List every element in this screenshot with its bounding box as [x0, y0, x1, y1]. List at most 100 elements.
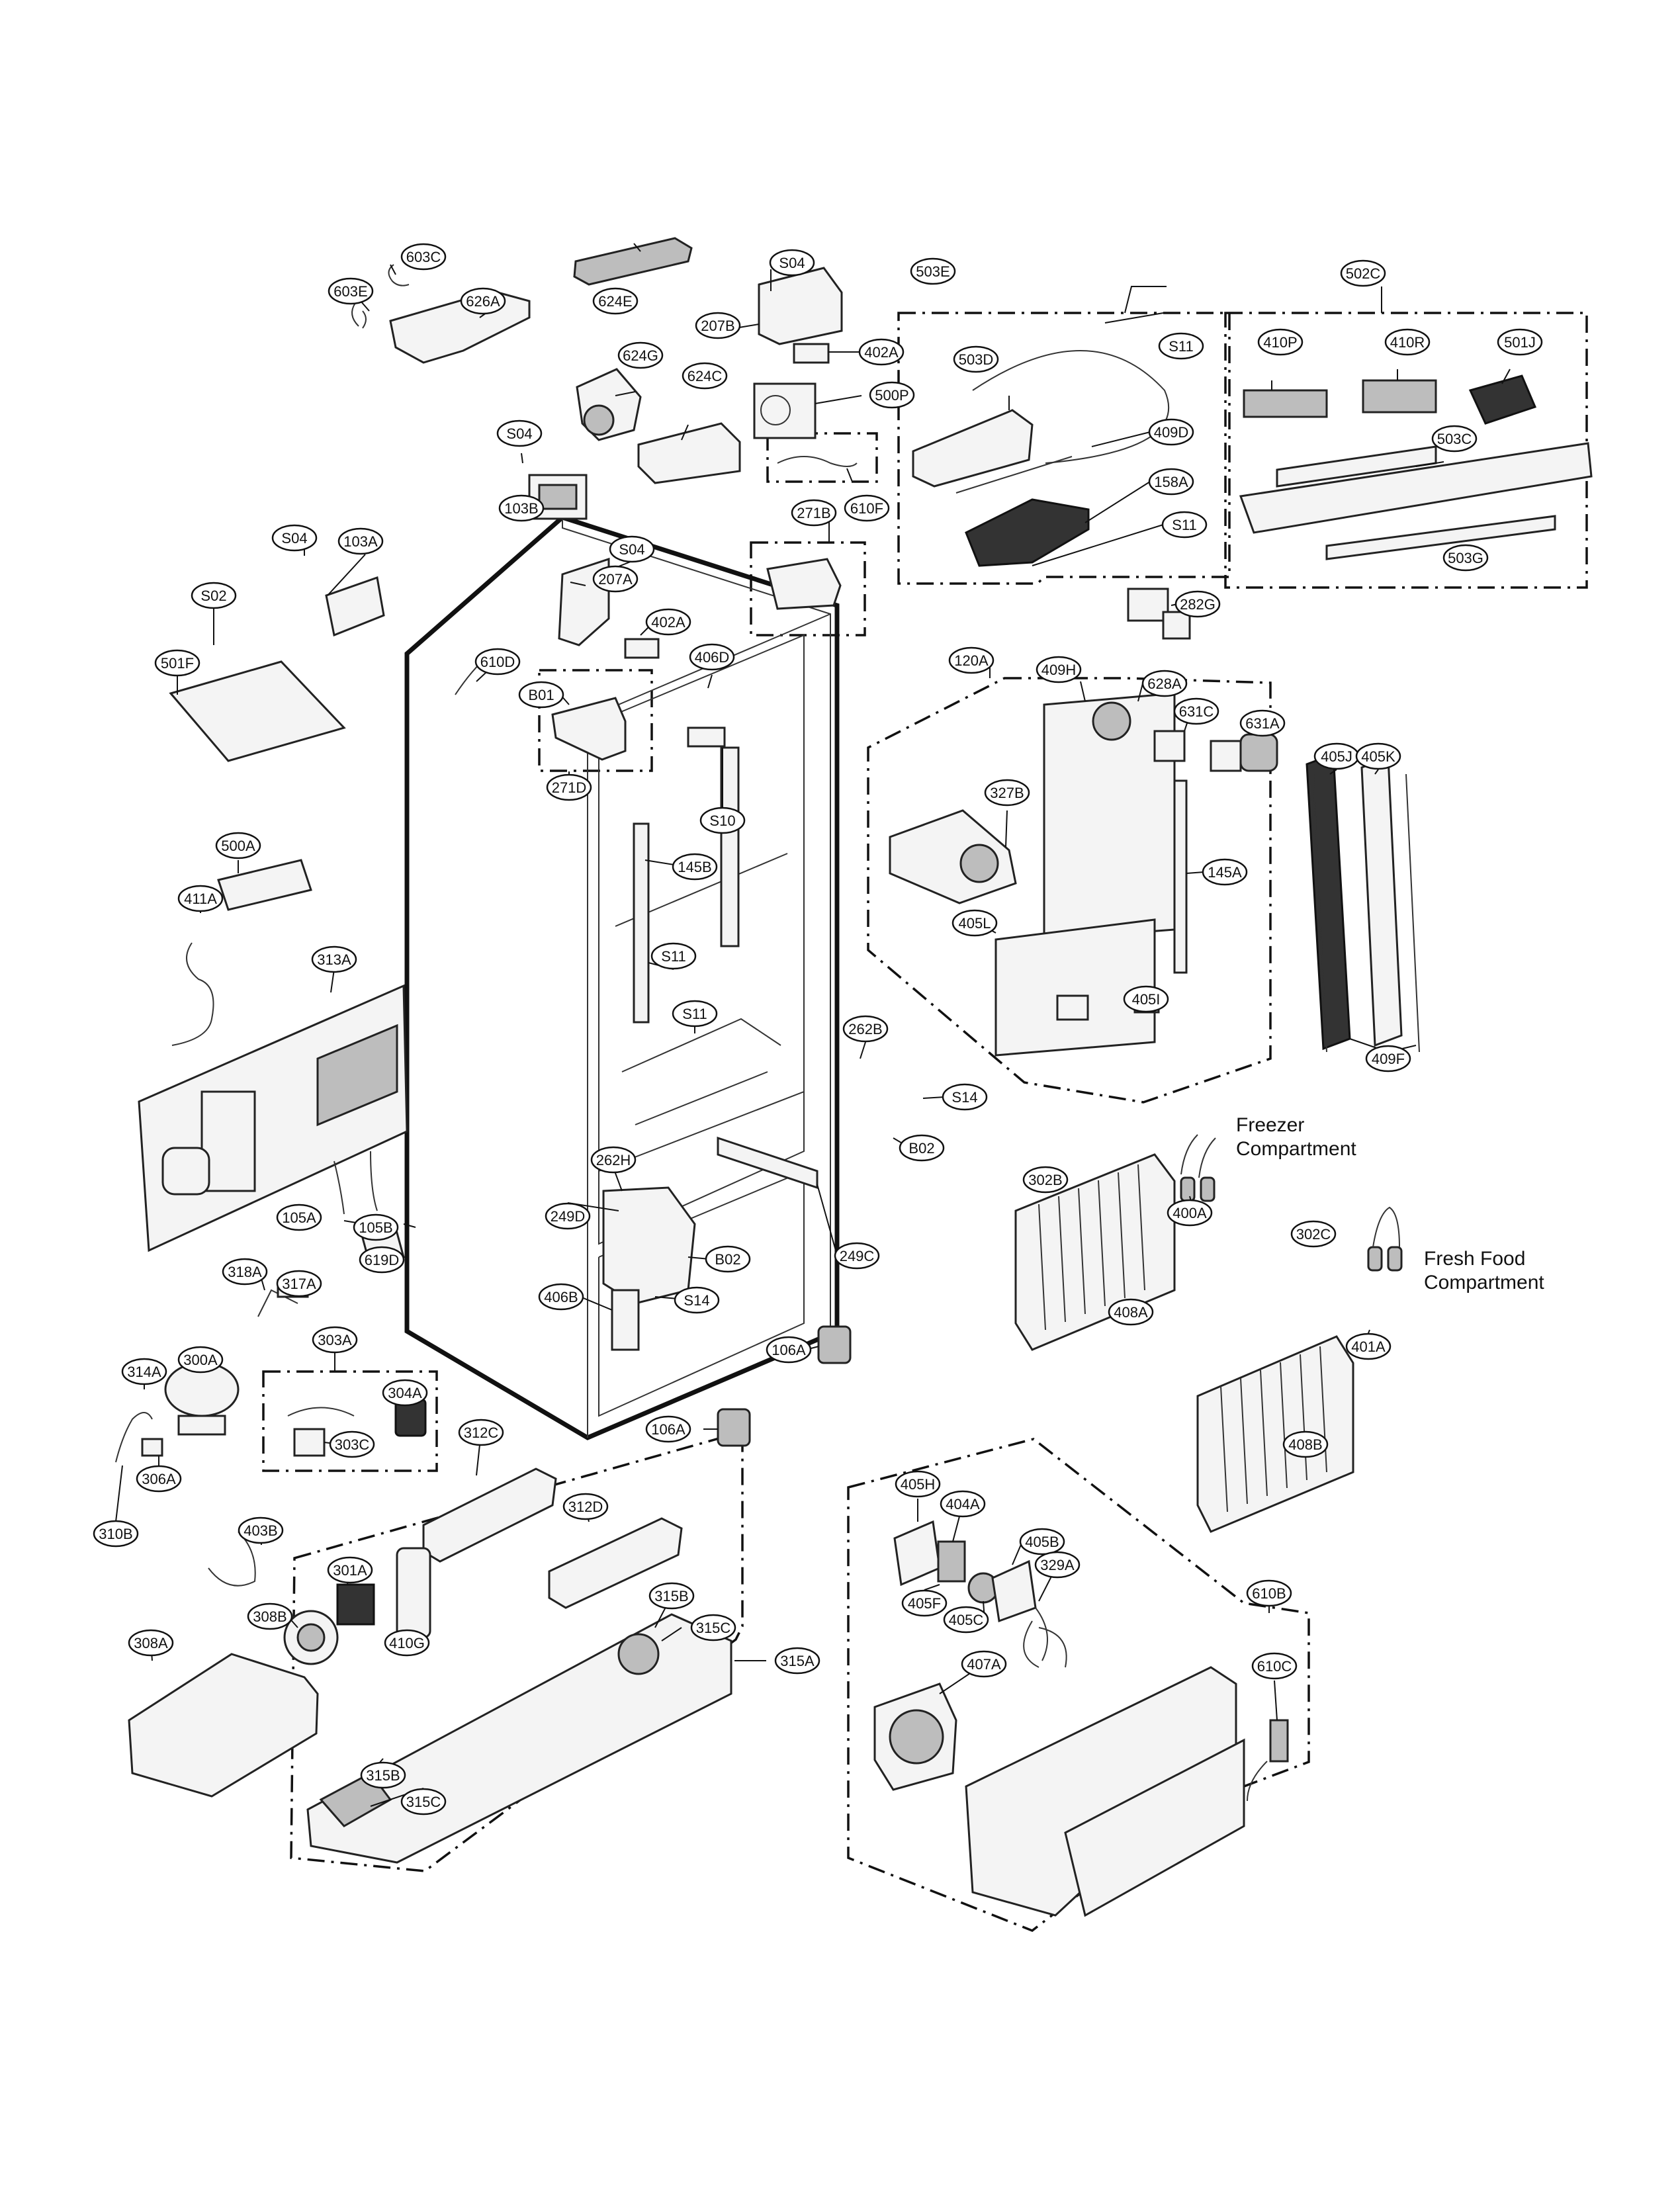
callout-262h: 262H — [590, 1146, 637, 1174]
callout-409f: 409F — [1365, 1045, 1411, 1072]
callout-610f: 610F — [844, 494, 890, 522]
callout-bubble — [1384, 328, 1431, 356]
callout-bubble — [546, 773, 592, 801]
callout-bubble — [590, 1146, 637, 1174]
callout-bubble — [645, 608, 691, 636]
callout-bubble — [689, 643, 735, 671]
callout-text: B02 — [908, 1140, 934, 1157]
callout-405k: 405K — [1355, 742, 1401, 770]
callout-text: 628A — [1147, 676, 1182, 692]
callout-text: 103A — [343, 533, 378, 550]
callout-text: 315B — [654, 1588, 688, 1604]
callout-text: 626A — [466, 293, 500, 310]
callout-bubble — [1345, 1333, 1392, 1360]
callout-bubble — [1019, 1528, 1065, 1555]
callout-bubble — [766, 1336, 812, 1364]
callout-bubble — [844, 494, 890, 522]
callout-501j: 501J — [1497, 328, 1543, 356]
callout-312d: 312D — [562, 1493, 609, 1520]
callout-s14: S14 — [674, 1286, 720, 1314]
callout-bubble — [312, 1326, 358, 1354]
callout-631a: 631A — [1239, 709, 1286, 737]
callout-bubble — [645, 1415, 691, 1443]
callout-bubble — [136, 1465, 182, 1493]
callout-624e: 624E — [592, 287, 639, 315]
callout-bubble — [695, 312, 741, 339]
callout-bubble — [93, 1520, 139, 1548]
callout-bubble — [592, 287, 639, 315]
callout-text: 624E — [598, 293, 632, 310]
callout-408b: 408B — [1282, 1430, 1329, 1458]
callout-text: 501F — [161, 655, 194, 672]
callout-bubble — [1108, 1298, 1154, 1326]
callout-405b: 405B — [1019, 1528, 1065, 1555]
callout-text: 103B — [504, 500, 538, 517]
callout-503c: 503C — [1431, 425, 1478, 453]
callout-bubble — [1282, 1430, 1329, 1458]
group-outline-405H-610B — [847, 1438, 1310, 1932]
callout-text: S04 — [619, 541, 644, 558]
callout-text: 300A — [183, 1352, 218, 1368]
callout-text: 603E — [333, 283, 367, 300]
callout-308b: 308B — [247, 1602, 293, 1630]
callout-bubble — [961, 1650, 1007, 1678]
callout-text: 402A — [864, 344, 899, 361]
callout-bubble — [648, 1582, 695, 1610]
callout-text: 304A — [388, 1385, 422, 1401]
callout-bubble — [1148, 418, 1194, 446]
callout-bubble — [460, 287, 506, 315]
group-outline-B01-271D — [538, 669, 653, 772]
callout-402a: 402A — [858, 338, 905, 366]
callout-bubble — [1497, 328, 1543, 356]
callout-610c: 610C — [1251, 1652, 1298, 1680]
callout-bubble — [1123, 985, 1169, 1013]
callout-120a: 120A — [948, 646, 995, 674]
callout-207b: 207B — [695, 312, 741, 339]
callout-bubble — [672, 853, 718, 881]
callout-text: 207A — [598, 571, 633, 588]
callout-bubble — [562, 1493, 609, 1520]
callout-bubble — [951, 909, 998, 937]
callout-302c: 302C — [1290, 1220, 1337, 1248]
callout-s11: S11 — [1161, 511, 1208, 539]
callout-text: 410R — [1390, 334, 1425, 351]
callout-text: B02 — [715, 1251, 740, 1268]
callout-626a: 626A — [460, 287, 506, 315]
callout-text: 503D — [959, 351, 994, 368]
group-outline-271B — [750, 541, 866, 636]
callout-403b: 403B — [238, 1516, 284, 1544]
callout-text: 409H — [1041, 662, 1077, 678]
callout-bubble — [940, 1490, 986, 1518]
callout-282g: 282G — [1174, 590, 1221, 618]
callout-text: 631C — [1179, 703, 1214, 720]
callout-text: S02 — [200, 588, 226, 604]
callout-bubble — [311, 945, 357, 973]
callout-text: 308A — [134, 1635, 168, 1651]
callout-text: 312C — [464, 1424, 499, 1441]
callout-text: 315C — [696, 1620, 731, 1636]
callout-text: 308B — [253, 1608, 287, 1625]
callout-text: 500A — [221, 838, 255, 854]
callout-405l: 405L — [951, 909, 998, 937]
callout-405i: 405I — [1123, 985, 1169, 1013]
callout-bubble — [400, 1788, 447, 1816]
callout-text: 405I — [1132, 991, 1161, 1008]
callout-bubble — [177, 1346, 224, 1374]
callout-303c: 303C — [329, 1430, 375, 1458]
callout-text: 105B — [359, 1219, 392, 1236]
callout-text: 610F — [850, 500, 883, 517]
callout-text: S11 — [682, 1006, 707, 1022]
callout-310b: 310B — [93, 1520, 139, 1548]
callout-bubble — [1022, 1166, 1069, 1194]
callout-text: 624G — [623, 347, 658, 364]
callout-610b: 610B — [1246, 1579, 1292, 1607]
callout-text: 407A — [967, 1656, 1001, 1673]
callout-text: 327B — [990, 785, 1024, 801]
callout-text: 271B — [797, 505, 830, 521]
callout-103b: 103B — [498, 494, 545, 522]
callout-624g: 624G — [617, 341, 664, 369]
callout-bubble — [1174, 590, 1221, 618]
callout-bubble — [1246, 1579, 1292, 1607]
group-outline-315A — [290, 1433, 744, 1872]
